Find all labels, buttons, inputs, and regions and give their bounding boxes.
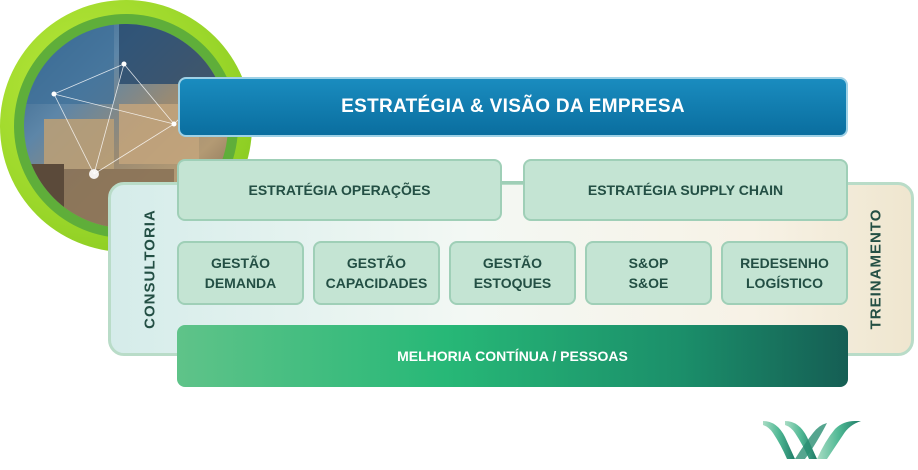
module-line1: S&OP [628,255,669,271]
module-redesenho-logistico: REDESENHO LOGÍSTICO [721,241,848,305]
module-line2: ESTOQUES [473,275,552,291]
module-line2: S&OE [628,275,669,291]
strategy-connector [500,181,525,184]
side-label-consultoria: CONSULTORIA [141,209,159,329]
continuous-improvement-bar: MELHORIA CONTÍNUA / PESSOAS [177,325,848,387]
module-line1: GESTÃO [210,255,271,271]
brand-logo-icon [755,415,870,465]
strategy-vision-banner: ESTRATÉGIA & VISÃO DA EMPRESA [178,77,848,137]
module-gestao-capacidades: GESTÃO CAPACIDADES [313,241,440,305]
strategy-supply-chain-box: ESTRATÉGIA SUPPLY CHAIN [523,159,848,221]
module-line1: GESTÃO [482,255,543,271]
module-line1: GESTÃO [346,255,407,271]
module-gestao-demanda: GESTÃO DEMANDA [177,241,304,305]
brand-logo-shape [763,421,861,459]
module-line2: CAPACIDADES [325,275,428,291]
module-gestao-estoques: GESTÃO ESTOQUES [449,241,576,305]
strategy-operations-box: ESTRATÉGIA OPERAÇÕES [177,159,502,221]
module-line2: DEMANDA [204,275,277,291]
module-line1: REDESENHO [740,255,829,271]
side-label-treinamento: TREINAMENTO [867,208,885,330]
module-line2: LOGÍSTICO [746,275,823,291]
module-sop-soe: S&OP S&OE [585,241,712,305]
